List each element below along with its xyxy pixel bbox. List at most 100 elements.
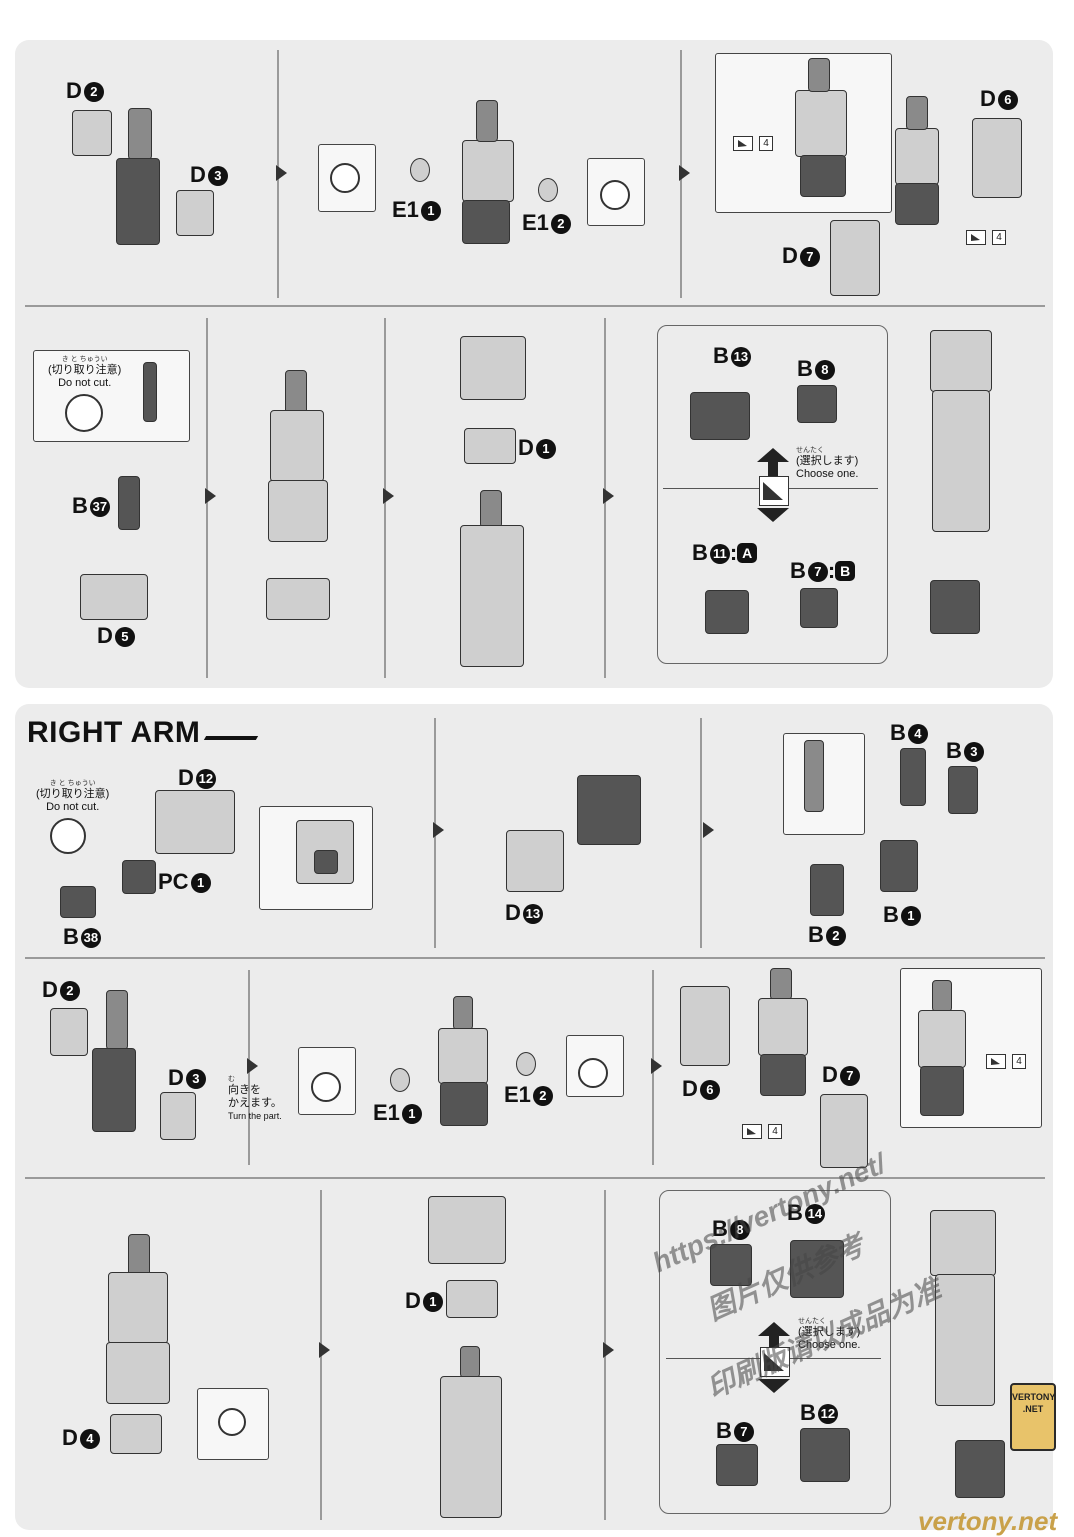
arm-frame-illustration: [285, 370, 307, 414]
page-reference-icon: [966, 230, 986, 245]
step-arrow: [603, 488, 614, 504]
arm-frame-illustration: [128, 1234, 150, 1276]
step-arrow: [603, 1342, 614, 1358]
arm-frame-illustration: [116, 158, 160, 245]
part-e1-illustration: [390, 1068, 410, 1092]
arm-frame-illustration: [106, 990, 128, 1050]
part-d7-illustration: [830, 220, 880, 296]
row-divider: [25, 1177, 1045, 1179]
choose-one-icon: [759, 476, 789, 506]
polycap-detail-icon: [311, 1072, 341, 1102]
arm-frame-illustration: [462, 200, 510, 244]
part-b3-illustration: [948, 766, 978, 814]
part-d2-illustration: [50, 1008, 88, 1056]
arm-frame-illustration: [476, 100, 498, 142]
arm-frame-illustration: [128, 108, 152, 160]
part-b38-illustration: [60, 886, 96, 918]
choose-one-note: せんたく (選択します) Choose one.: [798, 1318, 861, 1351]
polycap-detail-icon: [330, 163, 360, 193]
part-b1-illustration: [880, 840, 918, 892]
upper-arm-shell-illustration: [930, 330, 992, 392]
arm-frame-illustration: [453, 996, 473, 1030]
part-pc1-illustration: [122, 860, 156, 894]
arm-frame-illustration: [932, 980, 952, 1012]
section-title: RIGHT ARM: [27, 716, 201, 749]
part-e1-illustration: [516, 1052, 536, 1076]
arm-frame-illustration: [106, 1342, 170, 1404]
step-arrow: [383, 488, 394, 504]
arm-frame-illustration: [918, 1010, 966, 1068]
hand-assembled-illustration: [930, 580, 980, 634]
part-e1-illustration: [538, 178, 558, 202]
arm-frame-illustration: [108, 1272, 168, 1344]
part-b8-illustration: [710, 1244, 752, 1286]
arm-frame-illustration: [760, 1054, 806, 1096]
arm-frame-illustration: [460, 1346, 480, 1378]
part-d4-illustration: [110, 1414, 162, 1454]
page-reference-icon: [733, 136, 753, 151]
step-arrow: [433, 822, 444, 838]
step-arrow: [651, 1058, 662, 1074]
no-scissors-icon: [50, 818, 86, 854]
pc-detail-illustration: [314, 850, 338, 874]
arm-frame-illustration: [462, 140, 514, 202]
choose-one-note: せんたく (選択します) Choose one.: [796, 447, 859, 480]
part-d5-illustration: [80, 574, 148, 620]
upper-arm-shell-illustration: [930, 1210, 996, 1276]
detail-callout: [587, 158, 645, 226]
arm-frame-illustration: [758, 998, 808, 1056]
arm-frame-illustration: [935, 1274, 995, 1406]
no-scissors-icon: [65, 394, 103, 432]
elbow-joint-illustration: [577, 775, 641, 845]
part-d1-illustration: [446, 1280, 498, 1318]
arm-frame-illustration: [268, 480, 328, 542]
hand-selection-callout: [657, 325, 888, 664]
arm-frame-illustration: [895, 128, 939, 185]
choose-up-arrow-icon: [757, 448, 789, 462]
part-d5-illustration: [266, 578, 330, 620]
choose-one-icon: [760, 1347, 790, 1377]
choose-down-arrow-icon: [758, 1379, 790, 1393]
part-b13-hand-illustration: [690, 392, 750, 440]
step-arrow: [319, 1342, 330, 1358]
page-reference: 4: [768, 1124, 782, 1139]
part-d7-illustration: [820, 1094, 868, 1168]
part-b4-illustration: [900, 748, 926, 806]
footer-watermark: vertony.net: [918, 1506, 1058, 1536]
column-divider: [700, 718, 702, 948]
socket-detail-icon: [218, 1408, 246, 1436]
hand-assembled-illustration: [955, 1440, 1005, 1498]
part-b7-illustration: [716, 1444, 758, 1486]
arm-frame-illustration: [440, 1082, 488, 1126]
upper-arm-shell-illustration: [428, 1196, 506, 1264]
turn-part-note: む 向きを かえます。 Turn the part.: [228, 1076, 282, 1121]
part-b2-illustration: [810, 864, 844, 916]
vertony-logo: VERTONY.NET: [1010, 1383, 1056, 1451]
hand-selection-callout: [659, 1190, 891, 1514]
do-not-cut-note: き と ちゅうい (切り取り注意) Do not cut.: [36, 780, 110, 813]
page-reference-icon: [986, 1054, 1006, 1069]
arm-frame-illustration: [440, 1376, 502, 1518]
choose-down-arrow-icon: [757, 508, 789, 522]
arm-frame-illustration: [438, 1028, 488, 1084]
step-arrow: [703, 822, 714, 838]
page-reference: 4: [992, 230, 1006, 245]
part-d2-illustration: [72, 110, 112, 156]
